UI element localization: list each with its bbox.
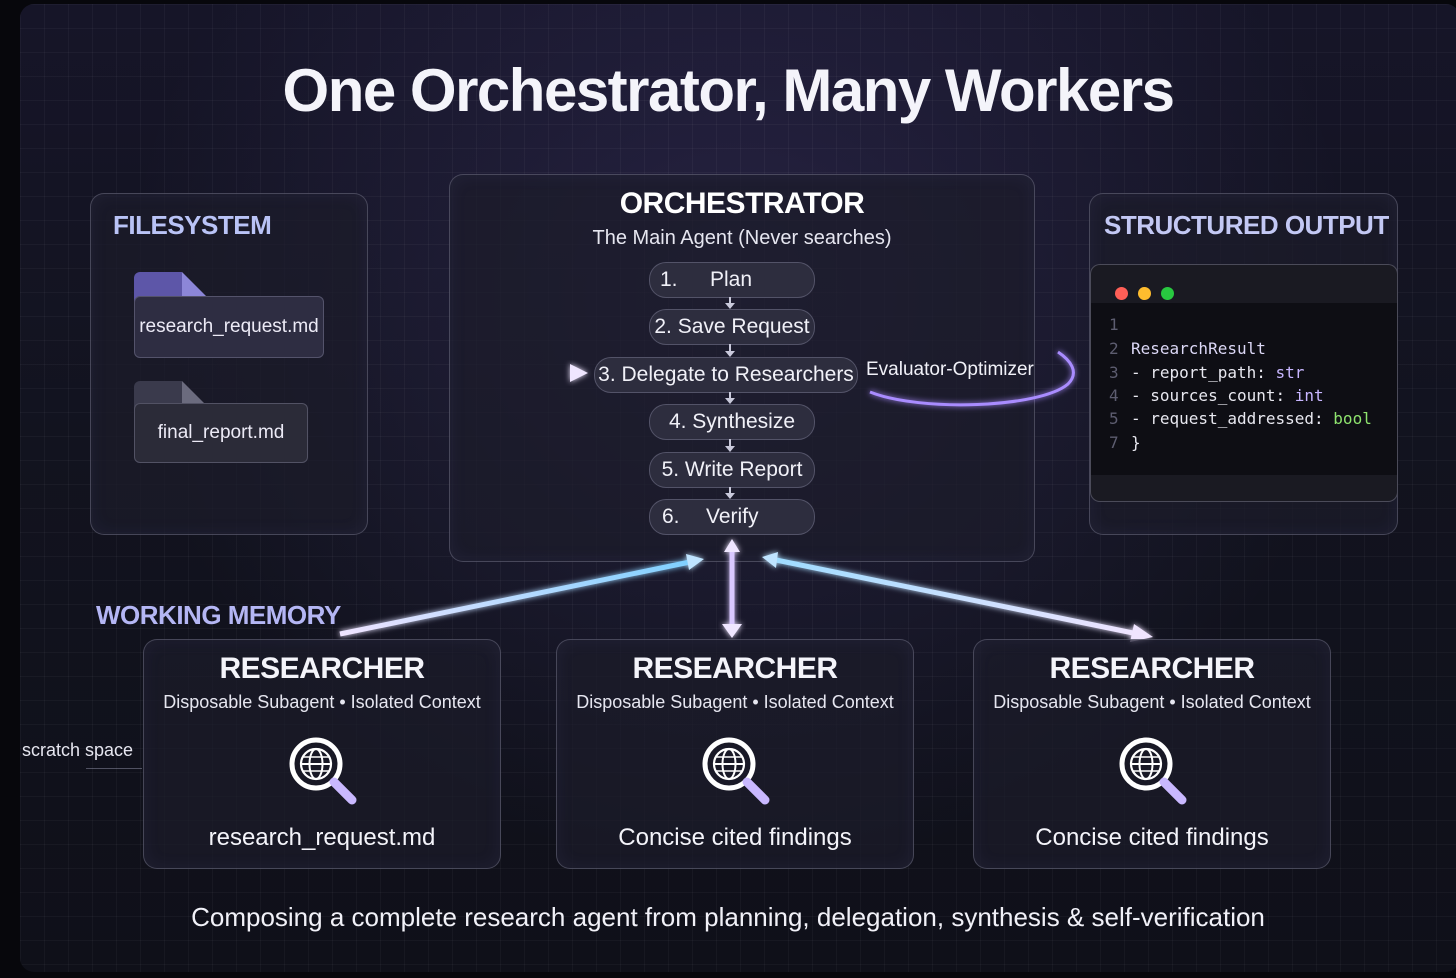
step-label: Plan	[710, 268, 753, 291]
closing-brace: }	[1131, 433, 1141, 452]
researcher-card[interactable]: RESEARCHER Disposable Subagent • Isolate…	[556, 639, 914, 869]
researcher-subtitle: Disposable Subagent • Isolated Context	[993, 692, 1311, 712]
researcher-footer: Concise cited findings	[618, 824, 852, 851]
line-number: 3	[1109, 363, 1119, 382]
flow-arrow	[725, 392, 735, 404]
search-globe-icon	[289, 737, 357, 805]
window-maximize-dot[interactable]	[1161, 287, 1174, 300]
line-number: 1	[1109, 315, 1119, 334]
researcher-subtitle: Disposable Subagent • Isolated Context	[576, 692, 894, 712]
researcher-subtitle: Disposable Subagent • Isolated Context	[163, 692, 481, 712]
step-label: 3. Delegate to Researchers	[598, 363, 854, 386]
structured-output-title: STRUCTURED OUTPUT	[1104, 210, 1389, 240]
code-line-5: 5 - request_addressed: bool	[1109, 409, 1372, 428]
step-plan[interactable]: 1. Plan	[649, 262, 815, 298]
step-verify[interactable]: 6. Verify	[649, 499, 815, 535]
class-name: ResearchResult	[1131, 339, 1266, 358]
step-label: 2. Save Request	[654, 315, 810, 338]
scratch-space-label: scratch space	[22, 740, 134, 760]
working-memory-label: WORKING MEMORY	[96, 600, 341, 630]
scratch-space-connector	[86, 768, 142, 769]
code-line-4: 4 - sources_count: int	[1109, 386, 1324, 405]
researcher-title: RESEARCHER	[219, 652, 425, 685]
field-type: str	[1275, 363, 1305, 382]
file-final-report-label: final_report.md	[134, 403, 308, 463]
researcher-footer: Concise cited findings	[1035, 824, 1269, 851]
evaluator-optimizer-label: Evaluator-Optimizer	[866, 359, 1034, 380]
field-name: - report_path:	[1131, 363, 1276, 382]
orchestrator-to-researcher-left-arrow	[339, 554, 704, 637]
step-label: 4. Synthesize	[668, 410, 796, 433]
code-window: 1 2 ResearchResult 3 - report_path: str 4-…	[1090, 264, 1398, 502]
line-number: 4	[1109, 386, 1119, 405]
orchestrator-subtitle: The Main Agent (Never searches)	[592, 227, 892, 249]
evaluator-loop-arc	[869, 350, 1075, 407]
researcher-card[interactable]: RESEARCHER Disposable Subagent • Isolate…	[973, 639, 1331, 869]
field-name: - request_addressed:	[1131, 409, 1334, 428]
search-globe-icon	[1119, 737, 1187, 805]
step-label: 5. Write Report	[661, 458, 803, 481]
step-write-report[interactable]: 5. Write Report	[649, 452, 815, 488]
code-line-2: 2 ResearchResult	[1109, 339, 1266, 358]
orchestrator-title: ORCHESTRATOR	[619, 187, 865, 220]
flow-arrow	[725, 344, 735, 357]
file-research-request-label: research_request.md	[134, 296, 324, 358]
orchestrator-to-researcher-middle-arrow	[722, 539, 742, 638]
researcher-title: RESEARCHER	[1049, 652, 1255, 685]
researcher-footer: research_request.md	[208, 824, 436, 851]
line-number: 2	[1109, 339, 1119, 358]
flow-arrow	[725, 439, 735, 452]
flow-arrow	[725, 487, 735, 499]
step-synthesize[interactable]: 4. Synthesize	[649, 404, 815, 440]
field-name: - sources_count:	[1131, 386, 1295, 405]
file-fold	[182, 381, 208, 407]
step-label: Verify	[706, 505, 759, 528]
field-type: int	[1294, 386, 1324, 405]
code-line-1: 1	[1109, 315, 1131, 334]
code-line-3: 3 - report_path: str	[1109, 363, 1304, 382]
line-number: 5	[1109, 409, 1119, 428]
line-number: 7	[1109, 433, 1119, 452]
page-title: One Orchestrator, Many Workers	[282, 57, 1175, 124]
search-globe-icon	[702, 737, 770, 805]
caption: Composing a complete research agent from…	[191, 902, 1265, 932]
step-delegate[interactable]: 3. Delegate to Researchers	[594, 357, 858, 393]
filesystem-panel: FILESYSTEM	[90, 193, 368, 535]
step-save-request[interactable]: 2. Save Request	[649, 309, 815, 345]
field-type: bool	[1333, 409, 1372, 428]
filesystem-title: FILESYSTEM	[113, 210, 272, 240]
window-minimize-dot[interactable]	[1138, 287, 1151, 300]
flow-arrow	[725, 297, 735, 309]
filesystem-to-orchestrator-arrow	[367, 364, 588, 382]
window-close-dot[interactable]	[1115, 287, 1128, 300]
step-number: 6.	[662, 505, 680, 528]
orchestrator-to-researcher-right-arrow	[762, 552, 1153, 642]
code-line-6: 7}	[1109, 433, 1141, 452]
researcher-card[interactable]: RESEARCHER Disposable Subagent • Isolate…	[143, 639, 501, 869]
code-editor	[1091, 303, 1397, 475]
researcher-title: RESEARCHER	[632, 652, 838, 685]
step-number: 1.	[660, 268, 678, 291]
file-fold	[182, 272, 208, 298]
